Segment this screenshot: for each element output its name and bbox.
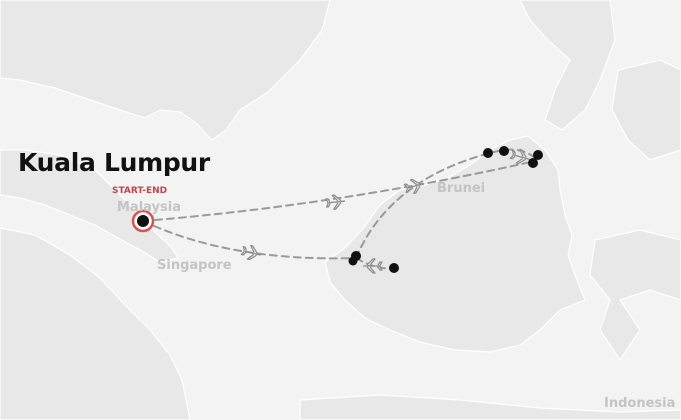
airplane-icon xyxy=(324,194,346,210)
airplane-icon xyxy=(240,244,261,261)
landmass-malay-peninsula xyxy=(0,149,179,263)
stop-marker[interactable] xyxy=(483,148,493,158)
country-label-malaysia: Malaysia xyxy=(117,200,181,215)
country-label-brunei: Brunei xyxy=(437,181,486,196)
landmass-sulawesi xyxy=(589,229,681,362)
stop-marker[interactable] xyxy=(389,263,399,273)
stop-marker[interactable] xyxy=(499,146,509,156)
stop-marker[interactable] xyxy=(348,256,358,266)
route-north-loop xyxy=(493,148,536,159)
start-city-label: Kuala Lumpur xyxy=(18,148,210,177)
route-kl-to-east xyxy=(142,160,536,222)
landmass-mindanao xyxy=(611,59,681,161)
stops xyxy=(348,146,543,273)
landmass-java xyxy=(299,394,681,420)
country-label-indonesia: Indonesia xyxy=(604,396,676,411)
landmass-sumatra xyxy=(0,227,191,420)
start-end-marker[interactable] xyxy=(131,209,155,233)
landmass-philippines xyxy=(519,0,616,131)
airplane-icon xyxy=(403,178,424,195)
country-label-singapore: Singapore xyxy=(157,258,232,273)
landmass-indochina xyxy=(0,0,331,141)
airplane-icon xyxy=(509,148,530,165)
route-kl-to-kuching xyxy=(142,220,357,260)
start-end-badge: START-END xyxy=(112,186,168,196)
landmass-borneo xyxy=(324,135,586,353)
stop-marker[interactable] xyxy=(528,158,538,168)
stop-marker[interactable] xyxy=(533,150,543,160)
airplane-icon xyxy=(363,258,383,274)
